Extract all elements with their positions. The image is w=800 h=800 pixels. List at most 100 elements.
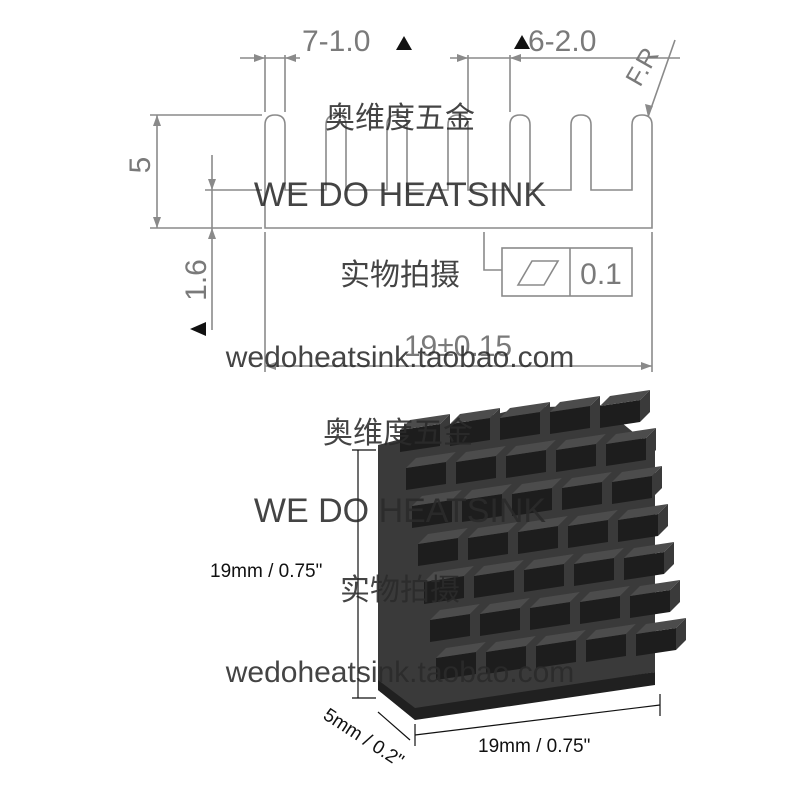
heatsink-fin xyxy=(518,526,558,554)
heatsink-profile xyxy=(264,114,653,229)
heatsink-fin xyxy=(630,590,670,618)
arrow-icon xyxy=(457,54,468,62)
dim-width-label: 19±0.15 xyxy=(404,330,512,363)
heatsink-fin-side xyxy=(646,428,656,460)
heatsink-fin xyxy=(450,418,490,446)
heatsink-fin xyxy=(430,614,470,642)
dimension-arrows xyxy=(153,54,653,370)
heatsink-fin-top xyxy=(430,604,480,620)
flatness-leader xyxy=(483,232,502,271)
watermark-shop-cn: 奥维度五金 xyxy=(325,101,475,136)
heatsink-fin-top xyxy=(450,408,500,424)
heatsink-fin-side xyxy=(502,484,512,516)
heatsink-fin-top xyxy=(636,618,686,634)
heatsink-fin xyxy=(468,532,508,560)
heatsink-fin-side xyxy=(620,586,630,618)
heatsink-fin-top xyxy=(418,528,468,544)
arrow-icon xyxy=(510,54,521,62)
heatsink-fin-top xyxy=(530,592,580,608)
arrow-icon xyxy=(645,104,653,117)
heatsink-fin-side xyxy=(676,618,686,650)
heatsink-fin-top xyxy=(612,466,662,482)
heatsink-fin xyxy=(500,412,540,440)
heatsink-fin-top xyxy=(536,630,586,646)
heatsink-fin xyxy=(574,558,614,586)
heatsink-fin-side xyxy=(526,636,536,668)
heatsink-fin-top xyxy=(586,624,636,640)
datum-triangle-icon xyxy=(190,322,206,336)
heatsink-fin xyxy=(506,450,546,478)
heatsink-fin xyxy=(612,476,652,504)
heatsink-fin xyxy=(412,500,452,528)
heatsink-fin-side xyxy=(652,466,662,498)
heatsink-fin xyxy=(512,488,552,516)
heatsink-fin xyxy=(530,602,570,630)
flatness-value: 0.1 xyxy=(580,258,622,291)
heatsink-fin-top xyxy=(556,434,606,450)
heatsink-fin-top xyxy=(456,446,506,462)
heatsink-fin xyxy=(400,424,440,452)
dim-height-label: 5 xyxy=(124,157,157,174)
datum-markers xyxy=(190,35,530,336)
heatsink-fin-side xyxy=(596,434,606,466)
heatsink-fin-side xyxy=(552,478,562,510)
arrow-icon xyxy=(208,179,216,190)
heatsink-fin-side xyxy=(658,504,668,536)
radius-leader xyxy=(647,39,676,118)
heatsink-fin-side xyxy=(640,390,650,422)
heatsink-fin xyxy=(550,406,590,434)
arrow-icon xyxy=(285,54,296,62)
heatsink-fin xyxy=(624,552,664,580)
heatsink-fin-side xyxy=(496,446,506,478)
heatsink-fin-side xyxy=(470,604,480,636)
heatsink-fin xyxy=(556,444,596,472)
heatsink-fin-side xyxy=(614,548,624,580)
heatsink-fin-top xyxy=(624,542,674,558)
heatsink-fin-side xyxy=(590,396,600,428)
datum-triangle-icon xyxy=(396,36,412,50)
heatsink-fin xyxy=(606,438,646,466)
photo-depth-label: 5mm / 0.2" xyxy=(319,705,407,772)
heatsink-fin-side xyxy=(520,598,530,630)
heatsink-fin xyxy=(586,634,626,662)
heatsink-fin xyxy=(562,482,602,510)
heatsink-fin-side xyxy=(452,490,462,522)
heatsink-fin-top xyxy=(600,390,650,406)
arrow-icon xyxy=(153,115,161,126)
heatsink-fin-side xyxy=(490,408,500,440)
heatsink-fin-top xyxy=(500,402,550,418)
heatsink-fin-side xyxy=(670,580,680,612)
technical-drawing xyxy=(150,39,680,372)
arrow-icon xyxy=(153,217,161,228)
heatsink-fin xyxy=(600,400,640,428)
heatsink-fin-side xyxy=(608,510,618,542)
heatsink-fin-top xyxy=(618,504,668,520)
arrow-icon xyxy=(265,362,276,370)
heatsink-fin xyxy=(618,514,658,542)
heatsink-fin-top xyxy=(512,478,562,494)
heatsink-fin-side xyxy=(514,560,524,592)
heatsink-fin-side xyxy=(564,554,574,586)
heatsink-fin-top xyxy=(550,396,600,412)
dim-slot-label: 6-2.0 xyxy=(528,25,596,58)
watermark-url: wedoheatsink.taobao.com xyxy=(225,656,575,689)
heatsink-fin xyxy=(524,564,564,592)
flatness-symbol-icon xyxy=(516,260,560,286)
heatsink-fin-side xyxy=(626,624,636,656)
heatsink-fin-side xyxy=(558,516,568,548)
watermark-brand: WE DO HEATSINK xyxy=(254,492,546,530)
watermark-real-cn: 实物拍摄 xyxy=(340,258,460,293)
heatsink-fin-side xyxy=(440,414,450,446)
heatsink-fin-top xyxy=(412,490,462,506)
dim-base-label: 1.6 xyxy=(180,259,213,301)
heatsink-fin xyxy=(456,456,496,484)
heatsink-fin xyxy=(580,596,620,624)
heatsink-fin-top xyxy=(486,636,536,652)
heatsink-fin-top xyxy=(406,452,456,468)
heatsink-fin xyxy=(474,570,514,598)
heatsink-fin xyxy=(486,646,526,674)
fin-grid xyxy=(400,390,686,680)
watermark-brand: WE DO HEATSINK xyxy=(254,176,546,214)
photo-depth-line xyxy=(377,711,411,741)
